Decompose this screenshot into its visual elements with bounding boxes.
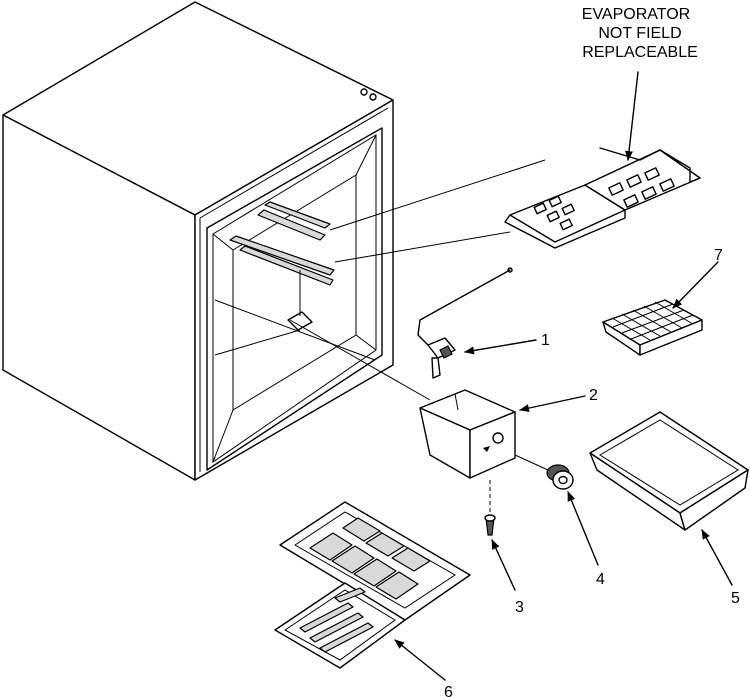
callout-label-3: 3: [515, 599, 524, 616]
thermostat: [417, 267, 513, 379]
callout-label-7: 7: [714, 247, 723, 264]
crisper-tray: [589, 411, 749, 531]
callout-label-6: 6: [444, 684, 453, 697]
ice-cube-tray: [602, 299, 703, 356]
note-line-2: NOT FIELD: [598, 25, 681, 42]
note-line-3: REPLACEABLE: [582, 44, 698, 61]
evaporator-note: EVAPORATOR NOT FIELD REPLACEABLE: [582, 6, 698, 61]
callout-label-4: 4: [596, 571, 605, 588]
callout-label-5: 5: [731, 590, 740, 607]
note-line-1: EVAPORATOR: [582, 6, 690, 23]
knob: [514, 454, 574, 490]
callout-arrows: [394, 71, 733, 681]
callout-label-1: 1: [541, 332, 550, 349]
refrigerator-cabinet: [2, 1, 394, 481]
evaporator: [504, 147, 701, 249]
callout-label-2: 2: [589, 387, 598, 404]
bracket: [419, 389, 516, 479]
grille: [274, 501, 471, 669]
screw: [484, 480, 496, 536]
